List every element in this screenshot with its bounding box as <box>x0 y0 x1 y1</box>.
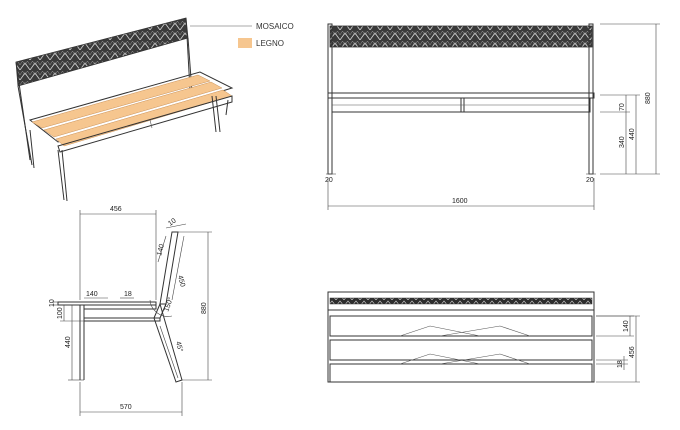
side-dim-back-slat: 140 <box>156 243 166 256</box>
top-dim-gap: 18 <box>617 360 624 368</box>
front-dim-foot-right: 20 <box>586 177 594 184</box>
side-dim-leg-angle: 45° <box>174 340 185 352</box>
legend: MOSAICO LEGNO <box>190 20 294 48</box>
front-view: 20 20 1600 880 440 70 340 <box>325 23 660 210</box>
legend-swatch-mosaico <box>238 20 252 29</box>
front-mosaic-panel <box>329 25 593 48</box>
legend-swatch-legno <box>238 38 252 48</box>
legend-label-mosaico: MOSAICO <box>256 22 294 31</box>
legend-label-legno: LEGNO <box>256 39 284 48</box>
front-dim-width: 1600 <box>452 198 468 205</box>
side-dim-leg-height: 440 <box>65 336 72 348</box>
side-dim-gap: 18 <box>124 291 132 298</box>
front-dim-height: 880 <box>645 92 652 104</box>
top-mosaic-strip <box>329 297 593 305</box>
isometric-view <box>15 17 234 202</box>
side-dim-depth: 570 <box>120 404 132 411</box>
side-view: 456 10 140 450 150° 45° 140 18 10 100 44… <box>49 206 212 416</box>
side-dim-height: 880 <box>201 302 208 314</box>
side-dim-back-length: 450 <box>176 275 186 288</box>
iso-seat-slat-2 <box>43 81 223 138</box>
iso-seat-slat-1 <box>31 74 211 129</box>
side-dim-seat-thick: 10 <box>49 299 56 307</box>
front-dim-seat-to-rail: 340 <box>619 136 626 148</box>
top-dim-depth: 456 <box>629 346 636 358</box>
front-dim-seat-rail: 70 <box>619 103 626 111</box>
top-view: 140 456 18 <box>327 291 640 383</box>
front-dim-foot-left: 20 <box>325 177 333 184</box>
side-dim-back-thick: 10 <box>167 217 177 227</box>
top-dim-slat: 140 <box>623 320 630 332</box>
iso-back-mosaic-panel <box>15 17 189 87</box>
side-dim-seat-depth: 456 <box>110 206 122 213</box>
side-dim-seat-frame: 100 <box>57 307 64 319</box>
front-dim-seat-height: 440 <box>629 128 636 140</box>
side-dim-seat-slat: 140 <box>86 291 98 298</box>
